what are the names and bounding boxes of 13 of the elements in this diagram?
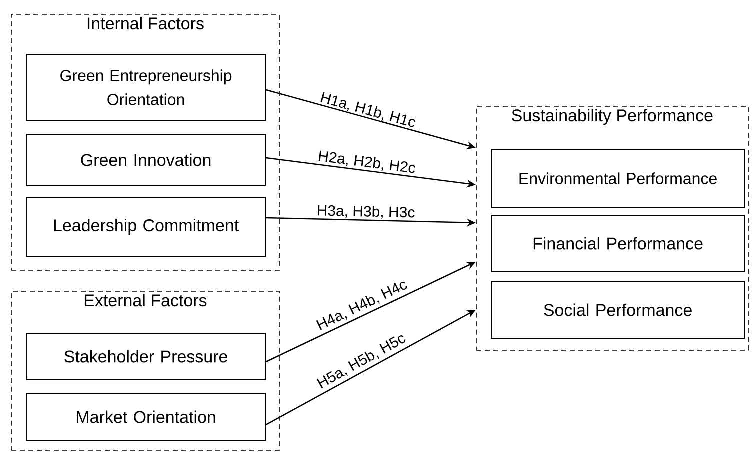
factor-box: Green Entrepreneurship Orientation <box>26 54 266 122</box>
factor-box: Stakeholder Pressure <box>26 332 266 380</box>
factor-box: Green Innovation <box>26 134 266 186</box>
edge-label: H1a, H1b, H1c <box>320 92 416 128</box>
factor-box: Market Orientation <box>26 392 266 442</box>
factor-box: Social Performance <box>491 280 746 340</box>
edge-label: H5a, H5b, H5c <box>316 336 406 388</box>
edge-label: H3a, H3b, H3c <box>318 205 415 219</box>
edge-label: H2a, H2b, H2c <box>318 150 416 174</box>
factor-box: Financial Performance <box>491 214 746 272</box>
edge-label: H4a, H4b, H4c <box>316 282 408 330</box>
factor-box: Environmental Performance <box>491 148 746 208</box>
factor-box: Leadership Commitment <box>26 196 266 258</box>
